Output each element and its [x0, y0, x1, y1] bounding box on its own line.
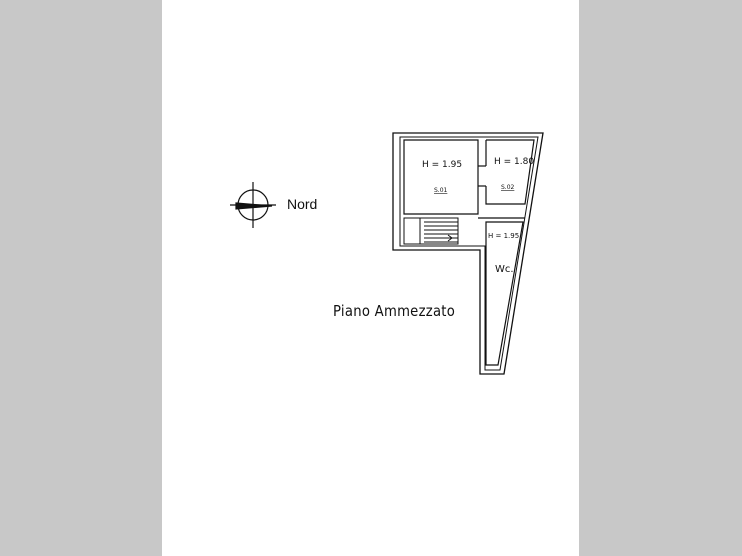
room-main — [403, 139, 479, 215]
small-room-height: H = 1.80 — [494, 157, 534, 167]
plan-title: Piano Ammezzato — [333, 302, 456, 320]
wc-height: H = 1.95 — [488, 232, 519, 240]
room-wc — [478, 217, 525, 366]
wc-label: Wc. — [495, 264, 514, 275]
main-room-code: S.01 — [434, 187, 448, 194]
stair — [403, 217, 459, 245]
small-room-code: S.02 — [501, 184, 515, 191]
compass-icon — [230, 182, 276, 228]
room-small — [478, 139, 535, 205]
drawing-sheet — [162, 0, 579, 556]
north-label: Nord — [287, 196, 318, 212]
main-room-height: H = 1.95 — [422, 160, 462, 170]
outer-walls — [392, 132, 544, 375]
